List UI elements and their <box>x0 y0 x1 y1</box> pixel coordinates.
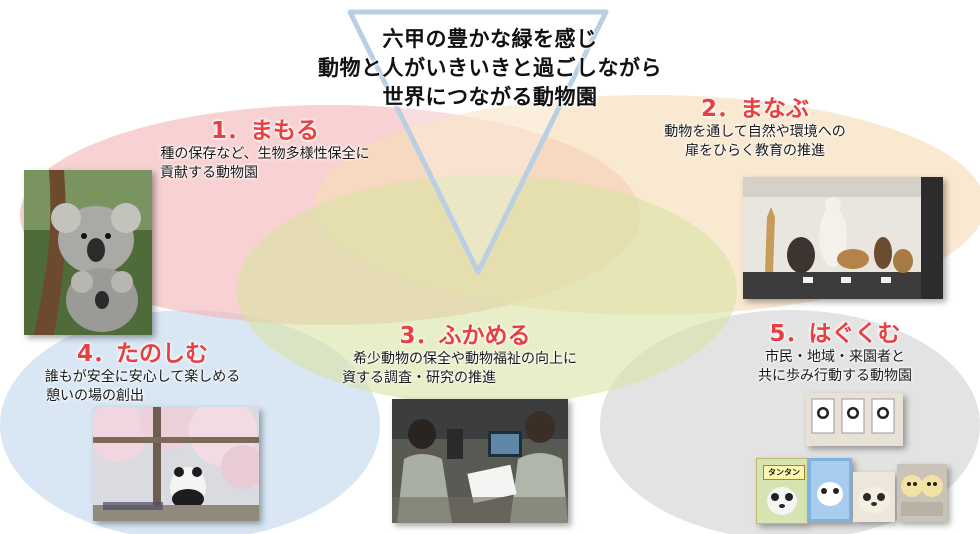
section-tanoshimu-desc-2: 憩いの場の創出 <box>46 388 144 404</box>
section-hagukumu-desc-2: 共に歩み行動する動物園 <box>758 368 912 384</box>
koala-photo <box>24 170 152 335</box>
poster-wall-photo <box>806 393 903 446</box>
section-mamoru-desc-1: 種の保存など、生物多様性保全に <box>160 146 370 162</box>
lab-photo <box>392 399 568 523</box>
ellipse-fukameru <box>237 175 737 405</box>
section-manabu-desc-1: 動物を通して自然や環境への <box>664 124 846 140</box>
section-hagukumu: 5．はぐくむ 市民・地域・来園者と 共に歩み行動する動物園 <box>715 320 955 386</box>
main-title: 六甲の豊かな緑を感じ 動物と人がいきいきと過ごしながら 世界につながる動物園 <box>290 25 690 112</box>
exhibit-photo <box>743 177 943 299</box>
section-mamoru-heading: 1．まもる <box>210 118 319 144</box>
section-tanoshimu-heading: 4．たのしむ <box>76 341 208 367</box>
center-triangle <box>347 9 609 275</box>
section-manabu-desc-2: 扉をひらく教育の推進 <box>685 143 825 159</box>
panda-cookie-photo <box>853 472 895 522</box>
section-fukameru-heading: 3．ふかめる <box>399 323 531 349</box>
section-fukameru-desc-2: 資する調査・研究の推進 <box>342 370 496 386</box>
title-line-1: 六甲の豊かな緑を感じ <box>382 27 598 51</box>
section-fukameru: 3．ふかめる 希少動物の保全や動物福祉の向上に 資する調査・研究の推進 <box>320 322 610 388</box>
section-hagukumu-desc-1: 市民・地域・来園者と <box>765 349 905 365</box>
tantan-book-label: タンタン <box>763 465 805 480</box>
panda-cherry-photo <box>93 407 259 521</box>
section-fukameru-desc-1: 希少動物の保全や動物福祉の向上に <box>353 351 577 367</box>
section-manabu-heading: 2．まなぶ <box>700 96 809 122</box>
section-tanoshimu-desc-1: 誰もが安全に安心して楽しめる <box>44 369 241 385</box>
title-line-2: 動物と人がいきいきと過ごしながら <box>318 56 662 80</box>
section-tanoshimu: 4．たのしむ 誰もが安全に安心して楽しめる 憩いの場の創出 <box>10 340 275 406</box>
section-mamoru-desc-2: 貢献する動物園 <box>160 165 258 181</box>
panda-card-photo <box>808 458 852 522</box>
tantan-book-photo: タンタン <box>756 458 808 524</box>
section-manabu: 2．まなぶ 動物を通して自然や環境への 扉をひらく教育の推進 <box>625 95 885 161</box>
section-mamoru: 1．まもる 種の保存など、生物多様性保全に 貢献する動物園 <box>100 117 430 183</box>
title-line-3: 世界につながる動物園 <box>382 85 598 109</box>
section-hagukumu-heading: 5．はぐくむ <box>769 321 901 347</box>
panda-sweets-photo <box>897 464 947 522</box>
